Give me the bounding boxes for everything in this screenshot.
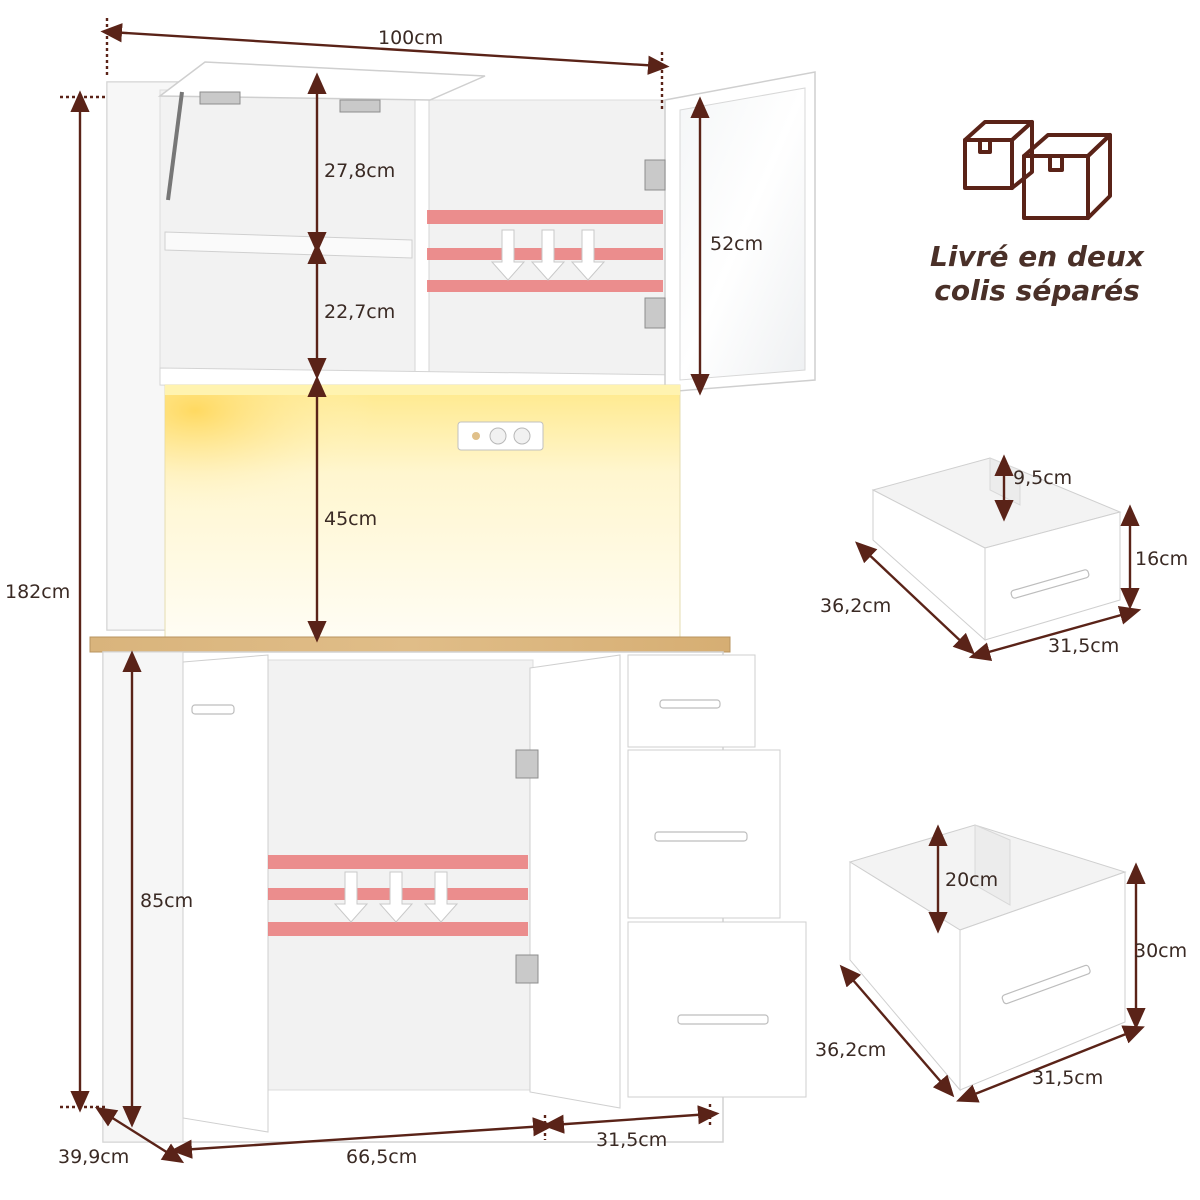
dim-line-large-drawer-width: [956, 1025, 1145, 1103]
label-total-width: 100cm: [378, 27, 443, 49]
drawer-handle: [677, 1014, 769, 1025]
label-base-left-width: 66,5cm: [346, 1146, 417, 1168]
base-side-panel: [102, 651, 184, 1143]
drawer-handle: [659, 699, 721, 709]
hinge-icon: [199, 91, 241, 105]
dimension-labels: 100cm 182cm 27,8cm 22,7cm 52cm 45cm 85cm…: [5, 27, 763, 1168]
dim-line-small-drawer-width: [968, 605, 1142, 662]
drawer-handle: [1001, 964, 1091, 1005]
hinge-icon: [644, 159, 666, 191]
upper-shelf: [164, 231, 413, 259]
base-left-door: [182, 654, 269, 1133]
label-glass-door-height: 52cm: [710, 233, 763, 255]
label-small-drawer-depth: 36,2cm: [820, 595, 891, 617]
large-drawer-diagram: 20cm 30cm 36,2cm 31,5cm: [815, 824, 1187, 1103]
small-drawer-diagram: 9,5cm 16cm 36,2cm 31,5cm: [820, 454, 1188, 662]
adjustable-shelf-marker-lower: [268, 855, 528, 936]
delivery-info: Livré en deux colis séparés: [930, 120, 1145, 307]
led-glow: [165, 385, 465, 555]
delivery-note-line2: colis séparés: [934, 274, 1140, 307]
drawer-handle: [1010, 569, 1090, 599]
hinge-icon: [644, 297, 666, 329]
base-right-door: [529, 654, 621, 1109]
gas-strut: [166, 91, 184, 201]
dim-line-depth: [94, 1106, 185, 1164]
label-top-shelf-lower: 22,7cm: [324, 301, 395, 323]
hinge-icon: [339, 99, 381, 113]
door-handle: [191, 704, 235, 715]
dim-line-base-right-width: [542, 1105, 720, 1134]
label-depth: 39,9cm: [58, 1146, 129, 1168]
label-total-height: 182cm: [5, 581, 70, 603]
delivery-note-line1: Livré en deux: [930, 240, 1145, 273]
kitchen-cabinet: [89, 61, 816, 1143]
center-divider: [414, 84, 430, 381]
label-large-drawer-width: 31,5cm: [1032, 1067, 1103, 1089]
dim-line-small-drawer-depth: [855, 541, 975, 655]
adjustable-shelf-arrow-icon: [490, 229, 606, 281]
dim-line-large-drawer-depth: [839, 964, 955, 1098]
label-large-drawer-depth: 36,2cm: [815, 1039, 886, 1061]
drawer-bottom: [627, 921, 807, 1098]
drawer-top: [627, 654, 756, 748]
drawer-middle: [627, 749, 781, 919]
dimension-lines: [60, 18, 720, 1164]
upper-left-compartment: [159, 89, 416, 376]
hinge-icon: [515, 954, 539, 984]
glass-door: [644, 71, 816, 393]
label-base-height: 85cm: [140, 890, 193, 912]
adjustable-shelf-arrow-icon: [333, 871, 459, 923]
dim-line-base-left-width: [170, 1117, 555, 1159]
adjustable-shelf-marker-upper: [427, 210, 663, 292]
label-base-right-width: 31,5cm: [596, 1129, 667, 1151]
wooden-worktop: [89, 636, 731, 653]
label-lit-niche-height: 45cm: [324, 508, 377, 530]
label-top-shelf-upper: 27,8cm: [324, 160, 395, 182]
label-small-drawer-width: 31,5cm: [1048, 635, 1119, 657]
label-small-drawer-front: 16cm: [1135, 548, 1188, 570]
package-icon: [1022, 133, 1112, 220]
power-outlet-icon: [457, 421, 544, 451]
package-icon: [963, 120, 1034, 190]
hinge-icon: [515, 749, 539, 779]
label-large-drawer-inner: 20cm: [945, 869, 998, 891]
label-large-drawer-front: 30cm: [1134, 940, 1187, 962]
drawer-handle: [654, 831, 748, 842]
label-small-drawer-inner: 9,5cm: [1013, 467, 1072, 489]
led-strip: [165, 385, 680, 395]
dim-line-total-width: [100, 23, 670, 75]
